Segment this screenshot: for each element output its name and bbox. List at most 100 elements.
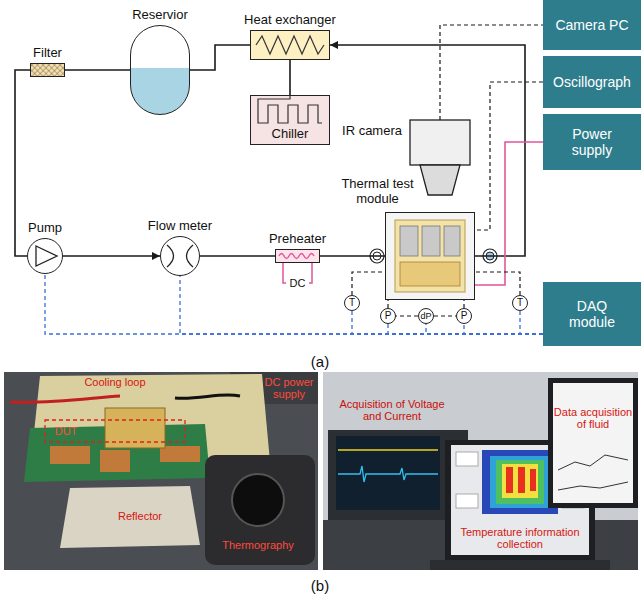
photo-cable xyxy=(175,395,240,398)
module-board xyxy=(395,220,465,292)
sensor-circle: P xyxy=(380,308,396,324)
node-label: Filter xyxy=(33,46,62,61)
pump-symbol: Pump xyxy=(27,238,63,274)
signal-line xyxy=(475,272,520,295)
flow-meter: Flow meter xyxy=(160,236,200,276)
module-plate xyxy=(400,262,460,286)
screen-panel xyxy=(456,494,478,508)
daq-line xyxy=(520,311,543,334)
power-wire xyxy=(475,142,543,285)
photo-ground xyxy=(323,372,638,570)
node-label: Thermal test module xyxy=(330,177,425,207)
photo-busbar xyxy=(50,446,90,464)
preheater-fill xyxy=(275,249,320,263)
panel-letter: (a) xyxy=(311,354,329,371)
dut-frame xyxy=(45,420,185,442)
daq-line xyxy=(180,276,543,334)
photo-annotation: Temperature information collection xyxy=(452,526,588,550)
photo-ground xyxy=(4,372,318,570)
node-label: Pump xyxy=(28,221,62,236)
heat-exchanger: Heat exchanger xyxy=(250,30,330,60)
instrument-box: Oscillograph xyxy=(543,56,641,108)
monitor-screen xyxy=(553,383,633,503)
module-chip xyxy=(444,226,460,256)
heatmap xyxy=(518,467,525,493)
photo-annotation: Reflector xyxy=(118,510,162,522)
filter-fill xyxy=(30,63,65,77)
screen-panel xyxy=(456,452,478,466)
coolant-pipe xyxy=(289,60,291,95)
node-label: Heat exchanger xyxy=(244,13,336,28)
sensor-circle: T xyxy=(344,295,360,311)
chiller-fill xyxy=(250,95,330,145)
panel-letter: (b) xyxy=(311,578,329,595)
photo-annotation: Cooling loop xyxy=(84,376,145,388)
heatmap xyxy=(502,464,538,498)
photo-annotation: Thermography xyxy=(222,539,294,551)
laptop-keyboard xyxy=(430,560,610,570)
photo-annotation: Acquisition of Voltage and Current xyxy=(333,398,451,422)
node-label: T xyxy=(517,298,523,308)
pump-fill xyxy=(28,239,62,273)
node-label: IR camera xyxy=(342,124,402,139)
node-label: DAQ module xyxy=(561,298,623,330)
node-label: Camera PC xyxy=(555,17,628,33)
node-label: P xyxy=(385,311,392,321)
photo-lens xyxy=(232,474,284,526)
supply-label: DC xyxy=(290,277,306,289)
node-label: Flow meter xyxy=(148,219,212,234)
flowmeter-mark xyxy=(167,245,193,267)
camera-lens xyxy=(420,165,460,195)
signal-line xyxy=(440,25,543,120)
filter-symbol: Filter xyxy=(30,63,65,77)
scope-screen xyxy=(336,436,440,510)
node-label: Reservior xyxy=(132,8,188,23)
signal-line xyxy=(387,300,388,308)
daq-line xyxy=(45,274,543,334)
photo-annotation: DC power supply xyxy=(261,376,317,400)
instrument-box: DAQ module xyxy=(543,282,641,346)
node-label: Preheater xyxy=(269,232,326,247)
chiller-coil xyxy=(258,95,322,123)
camera-body xyxy=(410,120,470,165)
signal-line xyxy=(396,315,418,316)
sensor-circle: T xyxy=(512,295,528,311)
photo-annotation: Data acquisition of fluid xyxy=(551,406,635,430)
exchanger-zigzag xyxy=(256,36,324,54)
scope-trace xyxy=(338,449,438,451)
photo-monitor xyxy=(548,378,638,508)
thermal-test-module: Thermal test module xyxy=(385,212,475,300)
node-label: dP xyxy=(420,312,431,321)
heatmap xyxy=(506,467,513,493)
signal-line xyxy=(463,300,464,308)
node-label: P xyxy=(461,311,468,321)
heatmap xyxy=(530,469,536,491)
signal-line xyxy=(475,82,543,230)
signal-line xyxy=(434,315,456,316)
heater-coil xyxy=(279,254,314,259)
heatmap xyxy=(490,456,550,508)
coolant-pipe xyxy=(330,45,525,256)
module-chip xyxy=(400,226,418,256)
photo-camera xyxy=(205,455,315,565)
node-label: Chiller xyxy=(272,127,309,142)
module-chip xyxy=(422,226,440,256)
photo-busbar xyxy=(100,450,130,472)
exchanger-fill xyxy=(250,30,330,60)
coolant-pipe xyxy=(190,45,250,70)
photo-reflector xyxy=(60,486,200,548)
node-label: Oscillograph xyxy=(553,74,631,90)
scope-trace xyxy=(338,466,438,482)
photo-busbar xyxy=(160,446,200,462)
photo-cable xyxy=(10,396,120,402)
pump-impeller xyxy=(36,246,57,266)
node-label: Power supply xyxy=(561,126,623,158)
preheater-box: Preheater xyxy=(275,249,320,263)
flowmeter-fill xyxy=(161,237,199,275)
sensor-circle: dP xyxy=(418,308,434,324)
ir-camera: IR camera xyxy=(410,120,470,195)
photo-annotation: DUT xyxy=(55,425,78,437)
node-label: T xyxy=(349,298,355,308)
coolant-pipe xyxy=(15,70,30,256)
